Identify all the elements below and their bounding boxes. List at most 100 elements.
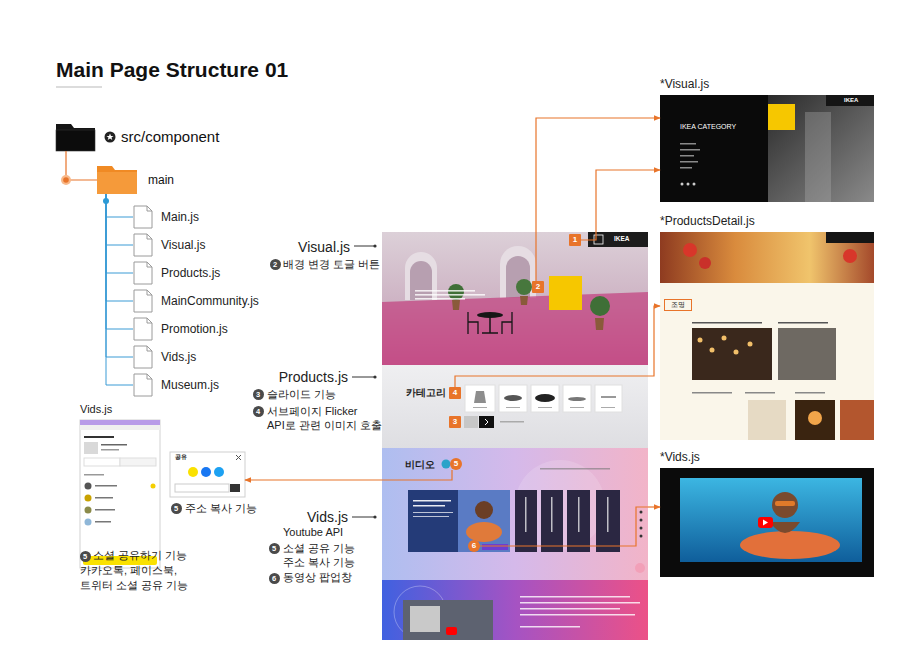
main-page-screenshot — [479, 416, 494, 428]
main-page-screenshot — [549, 276, 582, 310]
main-page-screenshot — [413, 516, 449, 517]
page-section: 카테고리 — [382, 365, 648, 448]
main-page-screenshot — [482, 544, 508, 550]
main-page-screenshot — [551, 497, 553, 532]
folder-tree-icons — [56, 124, 152, 396]
kakao-share-screenshot — [85, 507, 92, 514]
file-name: Main.js — [161, 210, 199, 224]
callout-number: 4 — [449, 387, 461, 399]
products-detail-screenshot — [699, 257, 711, 269]
main-page-screenshot — [595, 318, 604, 330]
main-page-screenshot — [590, 296, 610, 316]
screen-panel: Vids.js — [80, 420, 160, 568]
file-item: MainCommunity.js — [133, 290, 263, 312]
annotation-text: 동영상 팝업창 — [283, 571, 352, 584]
main-page-screenshot — [465, 385, 495, 412]
kakao-share-screenshot — [80, 425, 160, 430]
products-detail-screenshot — [840, 400, 874, 440]
kakao-share-screenshot — [95, 521, 111, 523]
share-popup-screenshot — [188, 467, 198, 477]
folder-name: main — [148, 173, 174, 187]
products-detail-screenshot — [826, 232, 874, 243]
main-page-screenshot — [415, 294, 485, 296]
file-name: Products.js — [161, 266, 220, 280]
tree-connector — [66, 151, 97, 180]
kakao-share-screenshot — [84, 458, 120, 466]
visual-subpage-screenshot — [680, 167, 692, 169]
callout-leader — [535, 232, 536, 281]
visual-subpage-screenshot — [693, 183, 696, 186]
main-page-screenshot — [382, 580, 648, 640]
file-name: Museum.js — [161, 378, 219, 392]
annotation-leader — [352, 377, 374, 378]
main-page-screenshot — [601, 396, 616, 398]
folder-tree-icons — [134, 374, 152, 396]
annotation-text: 주소 복사 기능 — [185, 502, 257, 515]
visual-subpage-screenshot — [687, 183, 690, 186]
main-page-screenshot — [538, 407, 552, 408]
tree-connector — [106, 194, 133, 385]
ui-text: 공유 — [175, 454, 187, 461]
products-detail-screenshot — [698, 338, 703, 343]
main-page-screenshot — [500, 246, 536, 298]
visual-subpage-screenshot — [680, 149, 700, 151]
products-detail-screenshot — [778, 322, 828, 324]
visual-subpage-screenshot — [768, 95, 874, 202]
main-page-screenshot — [464, 416, 478, 428]
page-title: Main Page Structure 01 — [56, 57, 288, 82]
products-detail-screenshot — [808, 411, 822, 425]
file-name: Promotion.js — [161, 322, 228, 336]
screen-panel: *ProductsDetail.js조명 — [660, 232, 874, 440]
kakao-share-screenshot — [80, 420, 160, 568]
folder-name: src/component — [121, 128, 219, 146]
share-popup-screenshot — [170, 452, 245, 497]
logo-text: IKEA — [844, 97, 858, 104]
products-detail-screenshot — [660, 232, 874, 283]
file-item: Main.js — [133, 206, 204, 228]
video-popup-screenshot — [772, 492, 798, 518]
video-popup-screenshot — [680, 478, 862, 562]
main-page-screenshot — [415, 290, 475, 292]
visual-subpage-screenshot — [660, 95, 874, 202]
kakao-share-screenshot — [84, 474, 104, 476]
tree-connector — [106, 194, 133, 301]
main-page-screenshot — [506, 407, 520, 408]
annotation-text: 슬라이드 기능 — [267, 388, 336, 401]
products-detail-screenshot — [795, 400, 835, 440]
folder-tree-icons — [97, 166, 137, 194]
main-page-screenshot — [601, 407, 615, 408]
products-detail-screenshot — [795, 392, 825, 394]
video-popup-screenshot — [758, 517, 773, 528]
folder-tree-icons — [134, 318, 152, 340]
main-page-screenshot — [394, 586, 446, 638]
screen-panel: *Vids.js — [660, 468, 874, 577]
main-page-screenshot — [570, 407, 584, 408]
share-popup-screenshot — [236, 455, 241, 460]
products-detail-screenshot — [843, 249, 857, 263]
callout-leader — [480, 507, 648, 546]
tree-joint — [63, 177, 69, 183]
share-popup-screenshot — [214, 467, 224, 477]
annotation-leader — [354, 246, 374, 247]
visual-subpage-screenshot — [826, 95, 874, 106]
callout-number: 5 — [450, 458, 462, 470]
callout-number: 3 — [449, 416, 461, 428]
products-detail-screenshot — [745, 392, 775, 394]
step-number: 2 — [270, 259, 281, 270]
link-arrow — [596, 170, 660, 232]
main-page-screenshot — [520, 596, 630, 598]
main-page-screenshot — [485, 419, 488, 425]
link-arrow — [536, 118, 660, 232]
folder-tree-icons — [56, 130, 95, 151]
main-page-screenshot — [500, 421, 524, 423]
main-page-screenshot — [520, 626, 580, 628]
visual-subpage-screenshot — [680, 161, 698, 163]
main-page-screenshot — [468, 312, 512, 334]
callout-leader — [382, 232, 648, 546]
main-page-screenshot — [410, 606, 440, 632]
ui-tag: 조명 — [664, 299, 692, 311]
share-popup-screenshot — [170, 452, 245, 497]
video-popup-screenshot — [775, 501, 795, 506]
main-page-screenshot — [535, 394, 555, 402]
page-section: 비디오 — [382, 448, 648, 580]
